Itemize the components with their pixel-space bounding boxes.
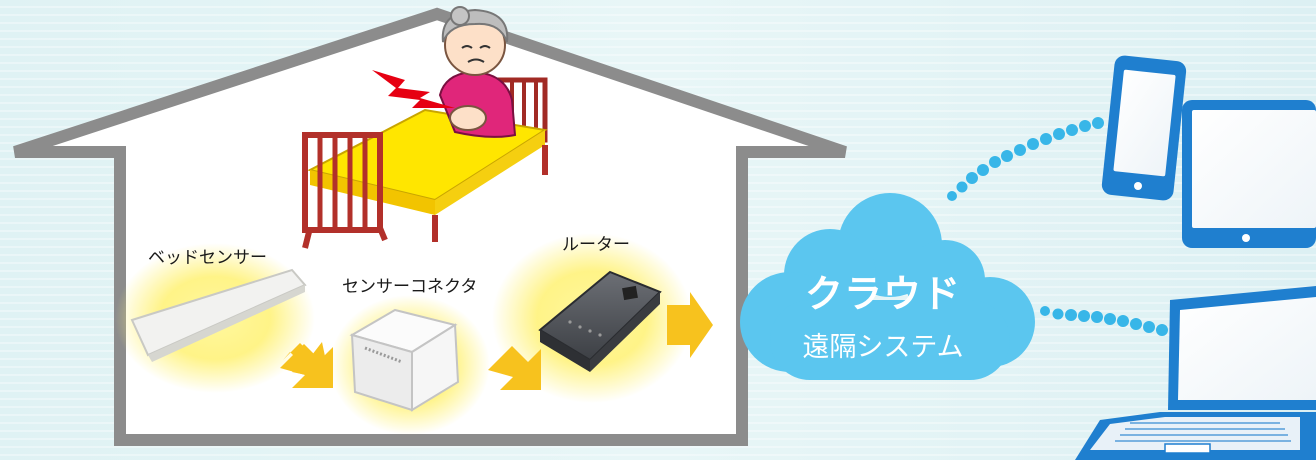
smartphone-icon (1101, 55, 1187, 201)
bed-sensor-device (130, 268, 307, 362)
cloud-shape (740, 193, 1035, 380)
cloud-title: クラウド (804, 272, 961, 316)
pain-bolt-icon (372, 70, 455, 108)
tablet-icon (1182, 100, 1316, 248)
router-label: ルーター (562, 235, 630, 255)
laptop-icon (1075, 286, 1316, 460)
flow-arrow-3 (667, 292, 713, 358)
dotted-link-lower (1040, 306, 1168, 336)
sensor-connector-device (349, 308, 460, 412)
dotted-link-upper (947, 117, 1104, 201)
bed-sensor-label: ベッドセンサー (148, 248, 267, 268)
flow-arrow-1-main (280, 344, 333, 388)
sensor-connector-label: センサーコネクタ (342, 277, 478, 297)
cloud-subtitle: 遠隔システム (802, 332, 964, 363)
elderly-woman-illustration (438, 6, 517, 138)
flow-arrow-2 (488, 346, 541, 390)
router-device (538, 270, 662, 372)
